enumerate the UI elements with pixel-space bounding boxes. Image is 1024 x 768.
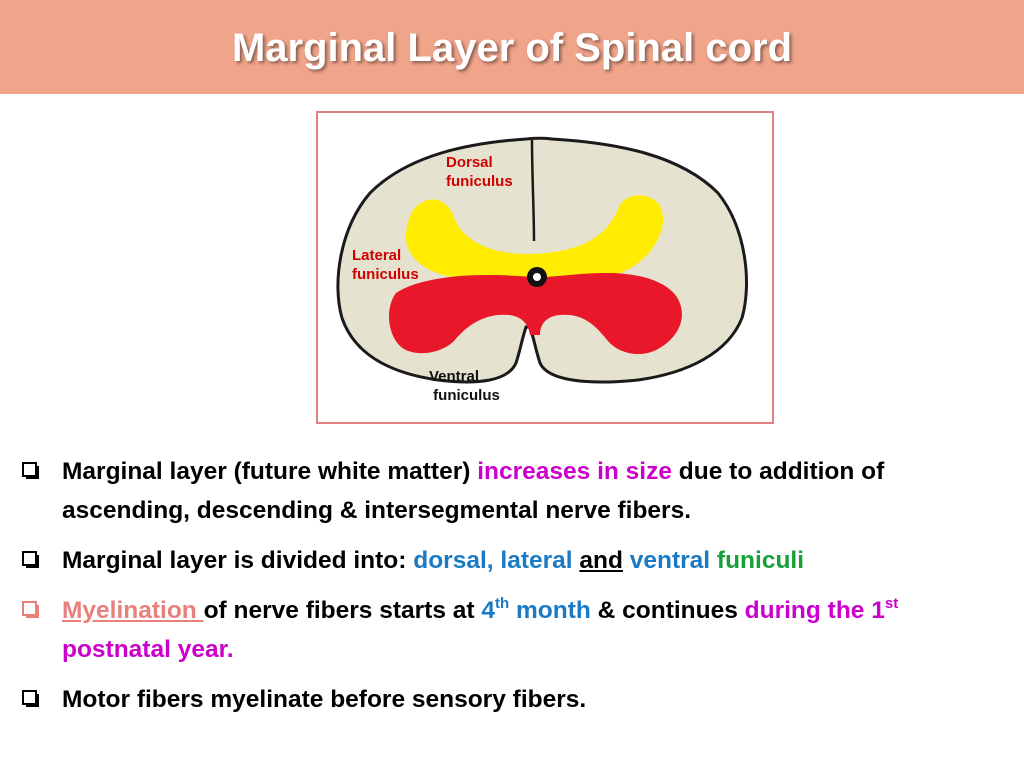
bullet2-funiculi: funiculi: [716, 547, 805, 574]
bullet3-superscript-st: st: [884, 595, 899, 612]
lateral-label-line1: Lateral: [352, 247, 402, 264]
dorsal-label-line1: Dorsal: [446, 154, 493, 171]
checkbox-bullet-icon: [22, 551, 41, 570]
myelination-link[interactable]: Myelination: [62, 597, 204, 624]
ventral-label-line2: funiculus: [429, 387, 500, 404]
alar-plate: [405, 195, 664, 284]
lateral-label-line2: funiculus: [352, 266, 419, 283]
bullet1-highlight: increases in size: [477, 458, 672, 485]
bullet-item-2: Marginal layer is divided into: dorsal, …: [20, 541, 1010, 580]
bullet-item-4: Motor fibers myelinate before sensory fi…: [20, 680, 1010, 719]
bullet3-postnatal: postnatal year.: [62, 636, 234, 663]
bullet3-month: month: [509, 597, 591, 624]
bullet2-dorsal-lateral: dorsal, lateral: [413, 547, 580, 574]
bullet1-text-end: due to addition of ascending, descending…: [62, 458, 885, 524]
bullet3-during: during: [744, 597, 821, 624]
slide-title: Marginal Layer of Spinal cord: [231, 26, 793, 70]
bullet3-continues: & continues: [590, 597, 745, 624]
bullet4-text: Motor fibers myelinate before sensory fi…: [62, 686, 587, 713]
bullet-item-1: Marginal layer (future white matter) inc…: [20, 452, 1010, 530]
bullet2-and: and: [579, 547, 623, 574]
bullet2-ventral: ventral: [622, 547, 717, 574]
dorsal-funiculus-label: Dorsal funiculus: [446, 153, 513, 191]
dorsal-label-line2: funiculus: [446, 173, 513, 190]
lateral-funiculus-label: Lateral funiculus: [352, 246, 419, 284]
bullet1-text: Marginal layer (future white matter): [62, 458, 478, 485]
checkbox-bullet-icon: [22, 462, 41, 481]
ventral-funiculus-label: Ventral funiculus: [429, 367, 500, 405]
bullet3-text: of nerve fibers starts at: [203, 597, 482, 624]
basal-plate: [389, 273, 682, 355]
bullet-list: Marginal layer (future white matter) inc…: [20, 452, 1010, 730]
bullet3-superscript-th: th: [495, 595, 510, 612]
checkbox-bullet-icon: [22, 601, 41, 620]
bullet2-text: Marginal layer is divided into:: [62, 547, 414, 574]
bullet3-the-1: the 1: [820, 597, 885, 624]
bullet-item-3: Myelination of nerve fibers starts at 4t…: [20, 591, 1010, 669]
dorsal-sulcus: [530, 139, 536, 242]
ventral-label-line1: Ventral: [429, 368, 480, 385]
checkbox-bullet-icon: [22, 690, 41, 709]
title-bar: [0, 0, 1024, 94]
bullet3-number: 4: [481, 597, 495, 624]
spinal-cord-diagram: Dorsal funiculus Lateral funiculus Ventral…: [316, 111, 774, 424]
spinal-cord-illustration: [336, 136, 748, 384]
